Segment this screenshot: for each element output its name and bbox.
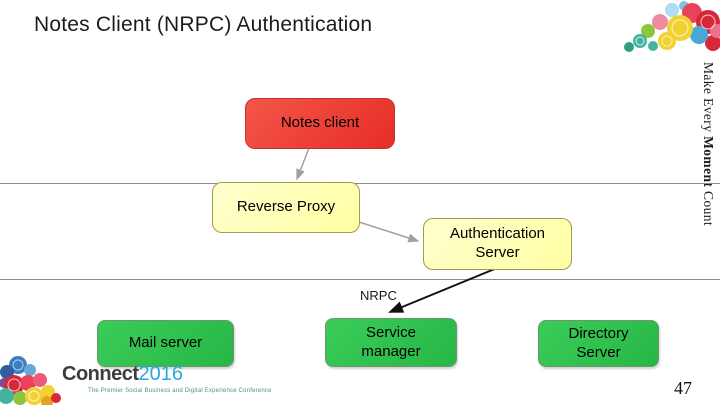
node-mail-server-label: Mail server <box>128 334 203 352</box>
slide-title: Notes Client (NRPC) Authentication <box>34 13 373 36</box>
connect-logo-text: Connect <box>62 363 139 385</box>
bubble-cluster-logo-bottom-left <box>0 356 61 405</box>
node-notes-client-label: Notes client <box>280 114 360 132</box>
bubble-cluster-logo-top-right <box>624 1 720 52</box>
node-reverse-proxy-label: Reverse Proxy <box>236 198 336 216</box>
vertical-motto-text: Make Every Moment Count <box>700 62 716 242</box>
nrpc-protocol-label: NRPC <box>360 288 397 303</box>
arrow-authserver-to-servicemanager <box>388 267 498 313</box>
connect-2016-logo: Connect2016 <box>62 363 183 386</box>
node-reverse-proxy: Reverse Proxy <box>212 182 360 233</box>
motto-post: Count <box>701 187 716 227</box>
conference-tagline: The Premier Social Business and Digital … <box>88 388 272 394</box>
arrow-reverseproxy-to-authserver <box>358 221 420 243</box>
page-number: 47 <box>674 378 692 398</box>
motto-pre: Make Every <box>701 62 716 137</box>
node-notes-client: Notes client <box>245 98 395 149</box>
arrow-notesclient-to-reverseproxy <box>296 147 310 181</box>
connect-logo-year: 2016 <box>138 363 184 385</box>
node-mail-server: Mail server <box>97 320 234 367</box>
motto-bold: Moment <box>701 136 716 188</box>
